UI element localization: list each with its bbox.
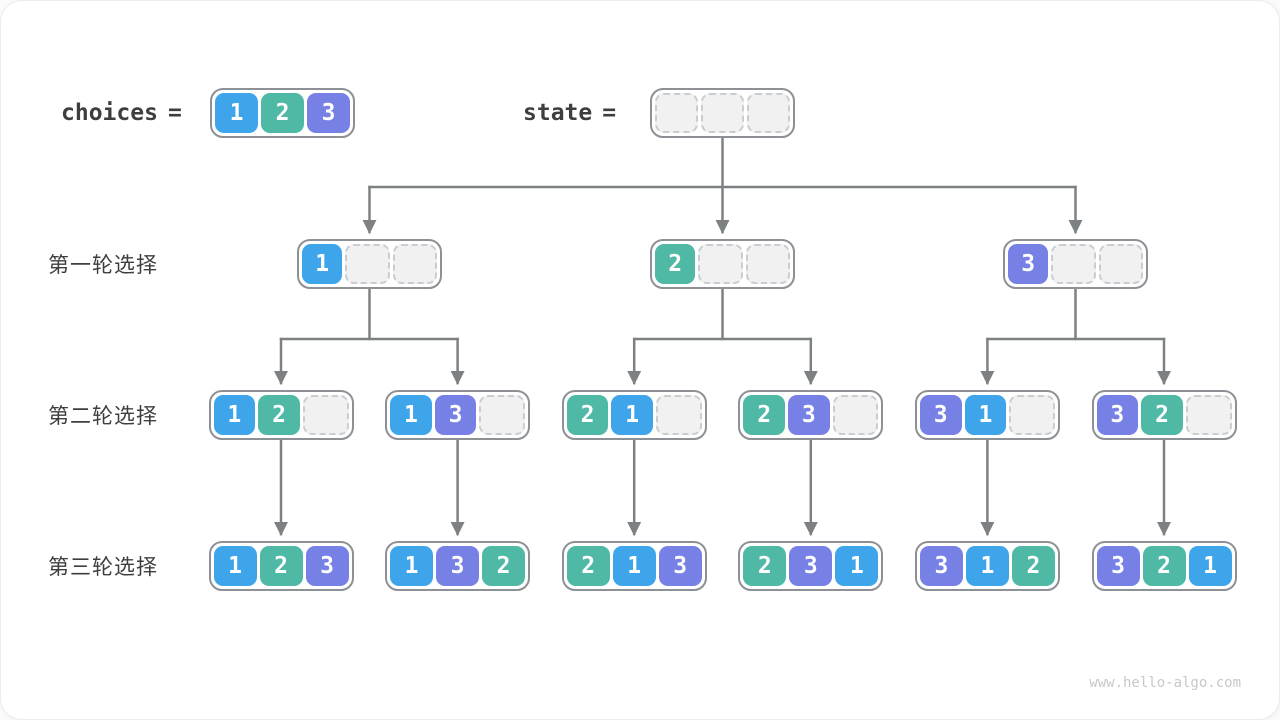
empty-cell [747,93,790,133]
empty-cell [345,244,390,284]
value-cell-1: 1 [612,546,656,586]
value-cell-1: 1 [213,546,257,586]
watermark: www.hello-algo.com [1089,675,1241,691]
empty-cell [479,395,526,435]
value-cell-1: 1 [1188,546,1232,586]
empty-cell [655,93,698,133]
empty-cell [302,395,349,435]
value-cell-2: 2 [566,546,610,586]
value-cell-3: 3 [1096,395,1139,435]
value-cell-3: 3 [658,546,702,586]
round-label-2: 第二轮选择 [48,405,158,428]
empty-cell [745,244,790,284]
value-cell-3: 3 [307,93,350,133]
round-label-3: 第三轮选择 [48,556,158,579]
value-cell-3: 3 [436,546,480,586]
value-cell-1: 1 [964,395,1007,435]
value-cell-2: 2 [1141,395,1183,435]
equals-sign: = [602,100,617,126]
empty-cell [1009,395,1055,435]
value-cell-3: 3 [434,395,477,435]
choices-expression: choices = [61,88,182,138]
state-array-box [650,88,795,138]
value-cell-1: 1 [390,546,434,586]
value-cell-3: 3 [919,546,963,586]
value-cell-2: 2 [482,546,526,586]
value-cell-3: 3 [305,546,349,586]
state-node-r1-1: 1 [297,239,442,289]
state-expression: state = [523,88,616,138]
value-cell-1: 1 [302,244,343,284]
value-cell-1: 1 [213,395,256,435]
empty-cell [1098,244,1143,284]
value-cell-2: 2 [258,395,300,435]
value-cell-3: 3 [1096,546,1140,586]
value-cell-2: 2 [566,395,609,435]
value-cell-3: 3 [789,546,833,586]
value-cell-2: 2 [655,244,696,284]
value-cell-2: 2 [261,93,304,133]
value-cell-3: 3 [919,395,962,435]
choices-label: choices [61,100,158,126]
empty-cell [1051,244,1096,284]
state-node-r1-2: 2 [650,239,795,289]
state-label: state [523,100,593,126]
state-node-r1-3: 3 [1003,239,1148,289]
value-cell-2: 2 [743,546,787,586]
value-cell-3: 3 [787,395,830,435]
empty-cell [392,244,437,284]
value-cell-2: 2 [259,546,303,586]
value-cell-1: 1 [390,395,432,435]
empty-cell [832,395,879,435]
round-label-1: 第一轮选择 [48,254,158,277]
empty-cell [1185,395,1232,435]
empty-cell [701,93,744,133]
value-cell-1: 1 [835,546,879,586]
empty-cell [698,244,743,284]
value-cell-2: 2 [1011,546,1055,586]
value-cell-1: 1 [611,395,654,435]
value-cell-2: 2 [743,395,785,435]
value-cell-1: 1 [965,546,1009,586]
value-cell-2: 2 [1142,546,1186,586]
equals-sign: = [167,100,182,126]
value-cell-1: 1 [215,93,258,133]
empty-cell [656,395,702,435]
value-cell-3: 3 [1008,244,1049,284]
